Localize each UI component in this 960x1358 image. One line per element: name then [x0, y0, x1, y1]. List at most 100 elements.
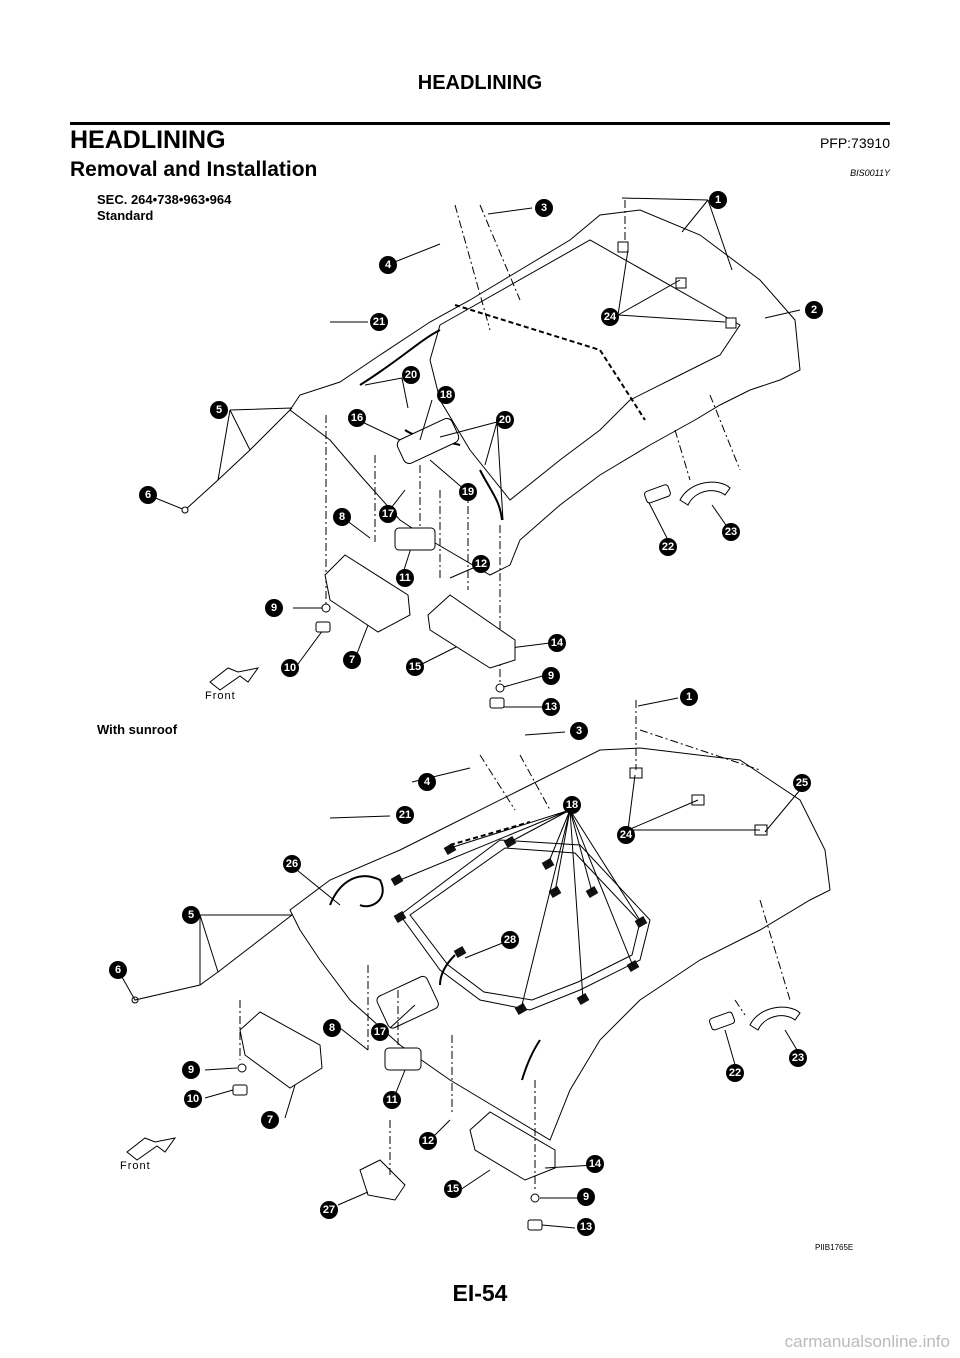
- assist-grip-sunroof: [749, 1006, 801, 1031]
- svg-text:13: 13: [580, 1221, 592, 1233]
- page-header-title: HEADLINING: [417, 72, 543, 94]
- bezel-27: [359, 1159, 406, 1201]
- grip-cover-sunroof: [709, 1011, 735, 1031]
- subsection-title: Removal and Installation: [70, 158, 318, 181]
- svg-text:10: 10: [187, 1093, 199, 1105]
- bis-code: BIS0011Y: [850, 168, 890, 178]
- sunroof-opening-inner: [409, 847, 641, 1001]
- leaders-sunroof: [117, 697, 801, 1229]
- screw-9-sunroof: [237, 1063, 247, 1073]
- svg-text:26: 26: [286, 858, 298, 870]
- callout-10-top: 10: [281, 659, 299, 677]
- callout-4-bottom: 4: [418, 773, 436, 791]
- sunvisor-left-standard: [324, 554, 411, 633]
- svg-text:22: 22: [729, 1067, 741, 1079]
- callout-16-top: 16: [348, 409, 366, 427]
- callout-21-bottom: 21: [396, 806, 414, 824]
- callout-17-bottom: 17: [371, 1023, 389, 1041]
- section-title: HEADLINING: [70, 126, 226, 154]
- callout-2-top: 2: [805, 301, 823, 319]
- callout-3-top: 3: [535, 199, 553, 217]
- callout-24-top: 24: [601, 308, 619, 326]
- callout-7-top: 7: [343, 651, 361, 669]
- callout-13-bottom: 13: [577, 1218, 595, 1236]
- standard-headlining-diagram: [147, 197, 801, 709]
- svg-text:18: 18: [566, 799, 578, 811]
- callout-9a-bottom: 9: [182, 1061, 200, 1079]
- map-lamp-bracket: [396, 418, 460, 464]
- callout-23-bottom: 23: [789, 1049, 807, 1067]
- svg-text:24: 24: [604, 311, 617, 323]
- callout-18-top: 18: [437, 386, 455, 404]
- callout-3-bottom: 3: [570, 722, 588, 740]
- callout-12-top: 12: [472, 555, 490, 573]
- headlining-panel-sunroof: [289, 747, 831, 1141]
- sunroof-headlining-diagram: [117, 697, 831, 1231]
- svg-text:21: 21: [373, 316, 385, 328]
- watermark: carmanualsonline.info: [784, 1332, 950, 1351]
- svg-text:14: 14: [551, 637, 564, 649]
- sec-numbers: SEC. 264•738•963•964: [97, 192, 232, 207]
- room-lamp-sunroof: [384, 1047, 422, 1071]
- front-label-bottom: Front: [120, 1160, 151, 1172]
- callout-6-bottom: 6: [109, 961, 127, 979]
- svg-text:4: 4: [424, 776, 431, 788]
- callout-14-bottom: 14: [586, 1155, 604, 1173]
- callout-14-top: 14: [548, 634, 566, 652]
- leaders-standard: [147, 197, 801, 708]
- svg-text:5: 5: [216, 404, 222, 416]
- standard-label: Standard: [97, 208, 154, 223]
- svg-text:7: 7: [267, 1114, 273, 1126]
- header-rule: [70, 122, 890, 125]
- callout-20a-top: 20: [402, 366, 420, 384]
- callout-15-top: 15: [406, 658, 424, 676]
- clip-standard-3: [725, 317, 737, 329]
- clip-standard-2: [675, 277, 687, 289]
- svg-text:11: 11: [386, 1094, 398, 1106]
- svg-text:8: 8: [329, 1022, 335, 1034]
- callout-9a-top: 9: [265, 599, 283, 617]
- svg-text:22: 22: [662, 541, 674, 553]
- callouts: 1 2 3 4 21 24 20 18 20 16 5 1 9 6 17 8 22…: [109, 191, 823, 1236]
- assist-grip-standard: [679, 481, 731, 506]
- svg-text:17: 17: [374, 1026, 386, 1038]
- callout-10-bottom: 10: [184, 1090, 202, 1108]
- callout-17-top: 17: [379, 505, 397, 523]
- callout-28-bottom: 28: [501, 931, 519, 949]
- svg-text:9: 9: [583, 1191, 589, 1203]
- callout-8-bottom: 8: [323, 1019, 341, 1037]
- inner-panel-standard: [429, 239, 741, 501]
- callout-12-bottom: 12: [419, 1132, 437, 1150]
- callout-6-top: 6: [139, 486, 157, 504]
- callout-25-bottom: 25: [793, 774, 811, 792]
- svg-text:3: 3: [541, 202, 547, 214]
- holder-13-sunroof: [527, 1219, 543, 1231]
- svg-text:13: 13: [545, 701, 557, 713]
- svg-text:2: 2: [811, 304, 817, 316]
- svg-text:18: 18: [440, 389, 452, 401]
- callout-13-top: 13: [542, 698, 560, 716]
- svg-text:25: 25: [796, 777, 808, 789]
- sunvisor-left-sunroof: [239, 1011, 323, 1089]
- front-arrow-top: [209, 667, 260, 691]
- harness-dash-sunroof: [449, 821, 531, 846]
- svg-text:23: 23: [792, 1052, 804, 1064]
- callout-1-top: 1: [709, 191, 727, 209]
- harness-dash-standard: [454, 304, 646, 421]
- svg-text:27: 27: [323, 1204, 335, 1216]
- holder-13-standard: [489, 697, 505, 709]
- guide-lines-standard: [325, 200, 741, 690]
- sunvisor-right-standard: [427, 594, 516, 669]
- svg-text:1: 1: [715, 194, 721, 206]
- figure-code: PIIB1765E: [815, 1243, 854, 1252]
- svg-text:11: 11: [399, 572, 411, 584]
- front-arrow-bottom: [126, 1137, 177, 1161]
- callout-5-bottom: 5: [182, 906, 200, 924]
- svg-text:7: 7: [349, 654, 355, 666]
- callout-1-bottom: 1: [680, 688, 698, 706]
- svg-text:23: 23: [725, 526, 737, 538]
- room-lamp-standard: [394, 527, 436, 551]
- callout-11-top: 11: [396, 569, 414, 587]
- svg-text:20: 20: [499, 414, 511, 426]
